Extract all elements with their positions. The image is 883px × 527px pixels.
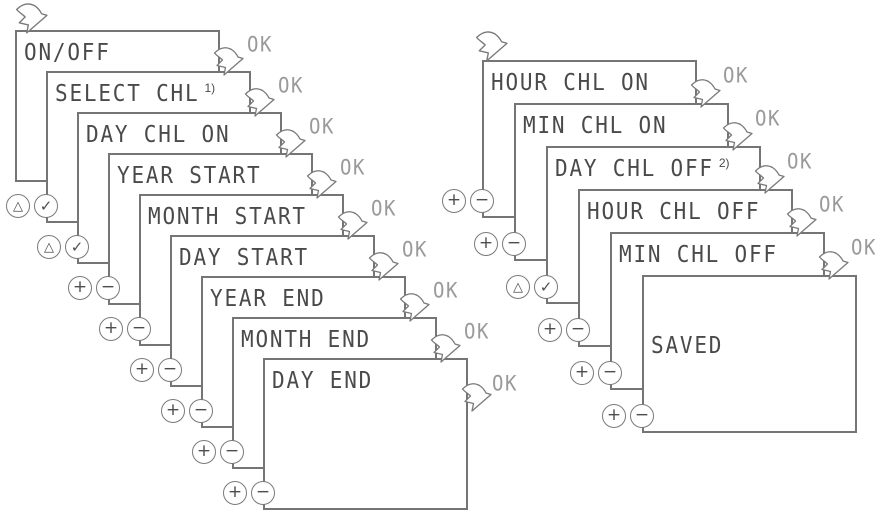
ok-arrow-icon — [690, 79, 721, 108]
ok-label: OK — [309, 114, 335, 139]
check-button-icon: ✓ — [34, 194, 58, 218]
entry-arrow-icon — [475, 31, 508, 62]
minus-button-icon: − — [566, 318, 590, 342]
screen-label: YEAR END — [210, 284, 326, 312]
ok-label: OK — [755, 106, 781, 131]
minus-button-icon: − — [598, 361, 622, 385]
ok-arrow-icon — [337, 211, 368, 240]
ok-label: OK — [492, 371, 518, 396]
ok-label: OK — [851, 235, 877, 260]
screen-label: MONTH END — [241, 325, 371, 353]
plus-button-icon: + — [538, 318, 562, 342]
ok-arrow-icon — [244, 88, 275, 117]
footnote-marker-2: 2) — [718, 156, 730, 170]
check-button-icon: ✓ — [65, 235, 89, 259]
screen-label: DAY CHL ON — [86, 120, 231, 148]
screen-label: MIN CHL ON — [523, 111, 668, 139]
plus-button-icon: + — [192, 440, 216, 464]
footnote-marker-1: 1) — [204, 81, 216, 95]
up-arrow-button-icon: △ — [6, 194, 30, 218]
ok-label: OK — [723, 63, 749, 88]
screen-label: SELECT CHL — [55, 79, 200, 107]
ok-arrow-icon — [399, 293, 430, 322]
minus-button-icon: − — [251, 481, 275, 505]
ok-arrow-icon — [306, 170, 337, 199]
minus-button-icon: − — [220, 440, 244, 464]
minus-button-icon: − — [502, 232, 526, 256]
ok-label: OK — [371, 196, 397, 221]
ok-arrow-icon — [461, 383, 492, 412]
ok-arrow-icon — [818, 251, 849, 280]
screen-label: YEAR START — [117, 161, 262, 189]
ok-label: OK — [340, 155, 366, 180]
ok-label: OK — [819, 192, 845, 217]
screen-label: DAY CHL OFF — [555, 154, 714, 182]
minus-button-icon: − — [96, 276, 120, 300]
plus-button-icon: + — [130, 358, 154, 382]
entry-arrow-icon — [15, 3, 48, 34]
screen-label: MONTH START — [148, 202, 307, 230]
plus-button-icon: + — [68, 276, 92, 300]
ok-arrow-icon — [213, 47, 244, 76]
ok-arrow-icon — [786, 208, 817, 237]
ok-label: OK — [787, 149, 813, 174]
screen-label: HOUR CHL OFF — [587, 197, 761, 225]
ok-arrow-icon — [754, 165, 785, 194]
screen-saved: SAVED — [642, 275, 857, 433]
check-button-icon: ✓ — [534, 275, 558, 299]
screen-label: ON/OFF — [24, 38, 111, 66]
minus-button-icon: − — [189, 399, 213, 423]
plus-button-icon: + — [570, 361, 594, 385]
plus-button-icon: + — [474, 232, 498, 256]
screen-label: DAY END — [272, 366, 374, 394]
screen-day-end: DAY END — [263, 358, 468, 510]
minus-button-icon: − — [158, 358, 182, 382]
ok-label: OK — [433, 278, 459, 303]
screen-label: DAY START — [179, 243, 309, 271]
plus-button-icon: + — [223, 481, 247, 505]
ok-label: OK — [402, 237, 428, 262]
ok-arrow-icon — [275, 129, 306, 158]
ok-label: OK — [278, 73, 304, 98]
screen-label: SAVED — [651, 331, 724, 359]
screen-label: HOUR CHL ON — [491, 68, 650, 96]
plus-button-icon: + — [161, 399, 185, 423]
up-arrow-button-icon: △ — [37, 235, 61, 259]
ok-arrow-icon — [368, 252, 399, 281]
ok-label: OK — [247, 32, 273, 57]
screen-label: MIN CHL OFF — [619, 240, 778, 268]
minus-button-icon: − — [630, 404, 654, 428]
minus-button-icon: − — [470, 189, 494, 213]
ok-arrow-icon — [430, 334, 461, 363]
minus-button-icon: − — [127, 317, 151, 341]
plus-button-icon: + — [99, 317, 123, 341]
plus-button-icon: + — [602, 404, 626, 428]
plus-button-icon: + — [442, 189, 466, 213]
ok-arrow-icon — [722, 122, 753, 151]
ok-label: OK — [464, 319, 490, 344]
up-arrow-button-icon: △ — [506, 275, 530, 299]
